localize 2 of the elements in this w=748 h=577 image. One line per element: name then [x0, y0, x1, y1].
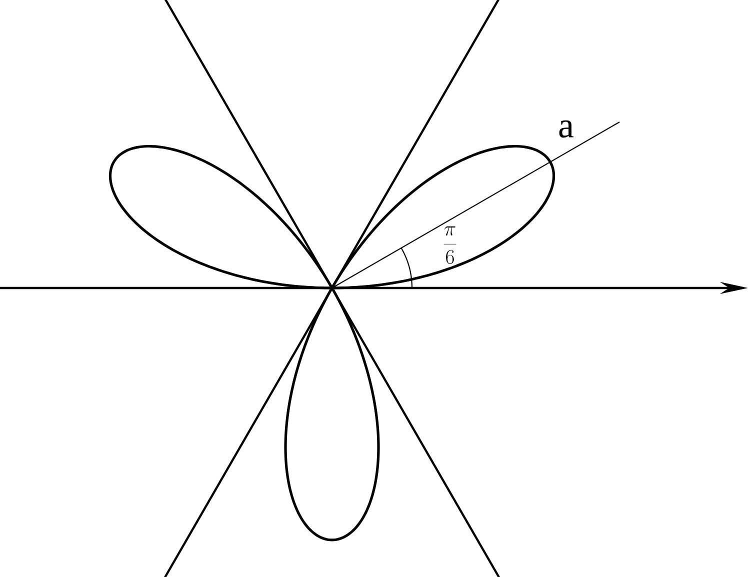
ray-label: a [559, 120, 574, 138]
angle-label: $\frac{\pi}{6}$ [444, 226, 456, 264]
